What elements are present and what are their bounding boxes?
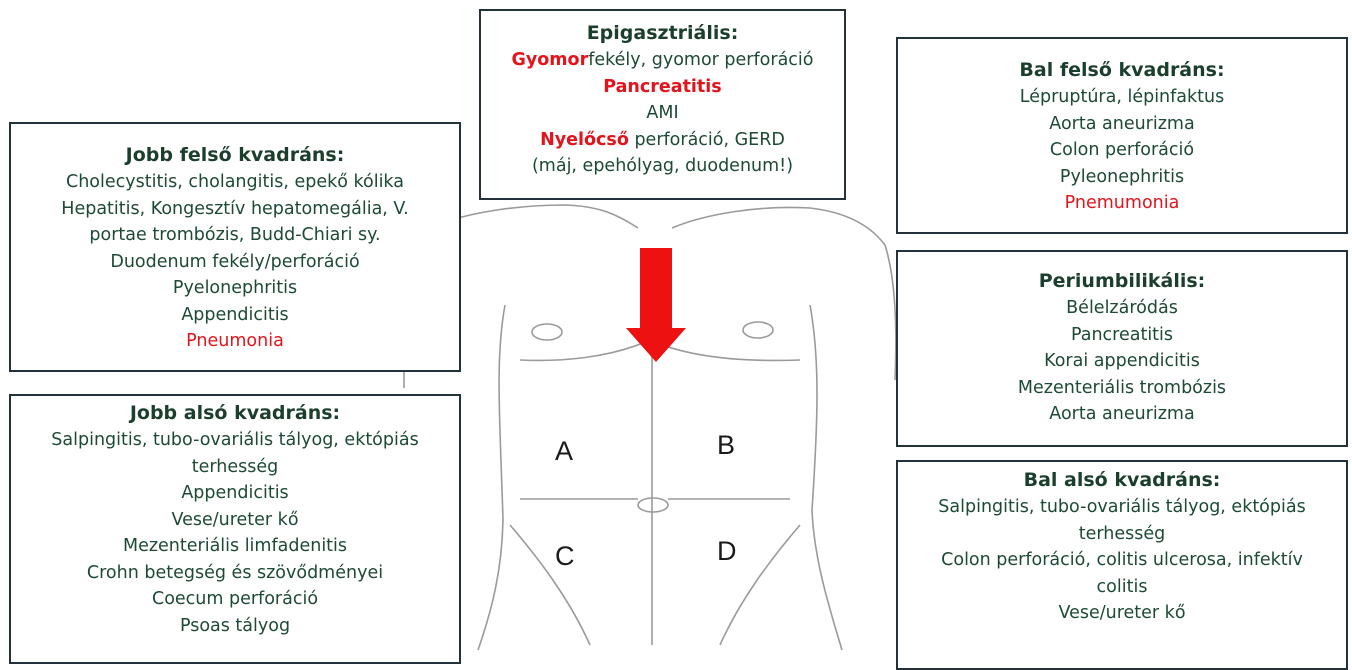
- right-lower-title: Jobb alsó kvadráns:: [11, 399, 459, 427]
- list-item: Mezenteriális trombózis: [898, 375, 1346, 402]
- epigastric-title: Epigasztriális:: [481, 19, 844, 47]
- list-item: Pyelonephritis: [11, 275, 459, 302]
- groin-left: [510, 525, 590, 645]
- list-item: Pyleonephritis: [898, 164, 1346, 191]
- periumbilical-box: Periumbilikális: Bélelzáródás Pancreatit…: [896, 250, 1348, 447]
- right-upper-quadrant-box: Jobb felső kvadráns: Cholecystitis, chol…: [9, 122, 461, 372]
- list-item: terhesség: [11, 454, 459, 481]
- neck-shoulder-right: [672, 207, 885, 245]
- quadrant-letter-c: C: [555, 541, 575, 571]
- list-item: Appendicitis: [11, 480, 459, 507]
- list-item: Mezenteriális limfadenitis: [11, 533, 459, 560]
- list-item: Coecum perforáció: [11, 586, 459, 613]
- list-item-red: Pneumonia: [11, 328, 459, 355]
- epigastric-line-5: (máj, epehólyag, duodenum!): [481, 153, 844, 180]
- left-lower-title: Bal alsó kvadráns:: [898, 466, 1346, 494]
- epigastric-box: Epigasztriális: Gyomorfekély, gyomor per…: [479, 9, 846, 200]
- list-item: Crohn betegség és szövődményei: [11, 560, 459, 587]
- nipple-left: [743, 322, 773, 338]
- torso-right-side: [810, 305, 842, 650]
- torso-left-side: [478, 305, 505, 650]
- list-item: colitis: [898, 574, 1346, 601]
- epigastric-line-1: Gyomorfekély, gyomor perforáció: [481, 47, 844, 74]
- umbilicus: [638, 498, 668, 512]
- list-item: Appendicitis: [11, 302, 459, 329]
- right-lower-quadrant-box: Jobb alsó kvadráns: Salpingitis, tubo-ov…: [9, 394, 461, 664]
- list-item-red: Pnemumonia: [898, 190, 1346, 217]
- quadrant-letter-b: B: [717, 430, 735, 460]
- list-item: Duodenum fekély/perforáció: [11, 249, 459, 276]
- list-item: Cholecystitis, cholangitis, epekő kólika: [11, 169, 459, 196]
- periumbilical-title: Periumbilikális:: [898, 267, 1346, 295]
- list-item: Salpingitis, tubo-ovariális tályog, ektó…: [898, 494, 1346, 521]
- list-item: terhesség: [898, 521, 1346, 548]
- list-item: Pancreatitis: [898, 322, 1346, 349]
- epigastric-line-4: Nyelőcső perforáció, GERD: [481, 127, 844, 154]
- epigastric-line-3: AMI: [481, 100, 844, 127]
- epigastric-red-gyomor: Gyomor: [512, 50, 589, 70]
- left-lower-quadrant-box: Bal alsó kvadráns: Salpingitis, tubo-ova…: [896, 460, 1348, 670]
- list-item: Colon perforáció: [898, 137, 1346, 164]
- list-item: Aorta aneurizma: [898, 111, 1346, 138]
- list-item: Psoas tályog: [11, 613, 459, 640]
- quadrant-letter-a: A: [555, 436, 573, 466]
- list-item: Korai appendicitis: [898, 348, 1346, 375]
- list-item: Vese/ureter kő: [11, 507, 459, 534]
- list-item: Colon perforáció, colitis ulcerosa, infe…: [898, 547, 1346, 574]
- epigastric-line-2: Pancreatitis: [481, 74, 844, 101]
- left-upper-quadrant-box: Bal felső kvadráns: Lépruptúra, lépinfak…: [896, 37, 1348, 234]
- epigastric-red-nyelocso: Nyelőcső: [540, 130, 629, 150]
- list-item: Salpingitis, tubo-ovariális tályog, ektó…: [11, 427, 459, 454]
- list-item: Aorta aneurizma: [898, 401, 1346, 428]
- left-upper-title: Bal felső kvadráns:: [898, 56, 1346, 84]
- nipple-right: [532, 324, 562, 340]
- quadrant-letter-d: D: [717, 536, 737, 566]
- list-item: Vese/ureter kő: [898, 600, 1346, 627]
- left-shoulder-contour: [885, 245, 896, 380]
- right-upper-title: Jobb felső kvadráns:: [11, 141, 459, 169]
- list-item: Lépruptúra, lépinfaktus: [898, 84, 1346, 111]
- list-item: portae trombózis, Budd-Chiari sy.: [11, 222, 459, 249]
- list-item: Hepatitis, Kongesztív hepatomegália, V.: [11, 196, 459, 223]
- list-item: Bélelzáródás: [898, 295, 1346, 322]
- down-arrow: [626, 248, 686, 362]
